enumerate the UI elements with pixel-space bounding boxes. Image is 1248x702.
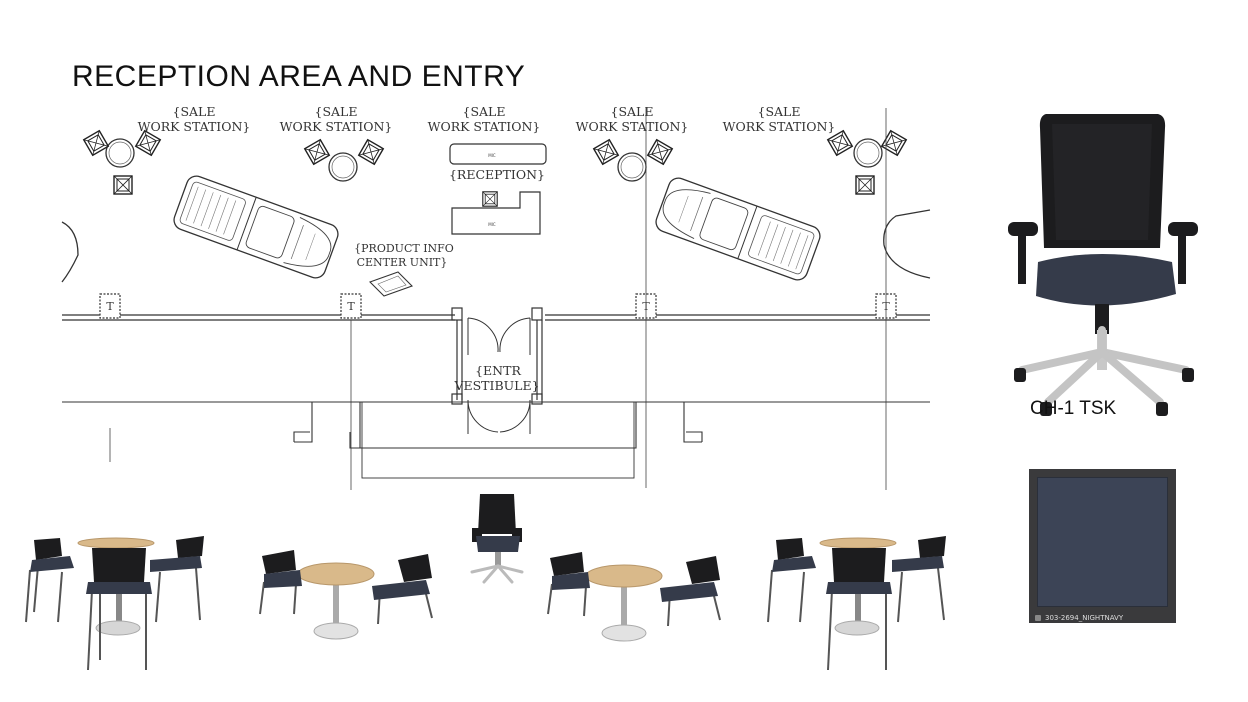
reception-label: {RECEPTION} xyxy=(449,167,545,182)
bar-table-set-right xyxy=(767,536,946,671)
fabric-swatch-color xyxy=(1037,477,1168,607)
mic-label-bottom: MIC xyxy=(488,222,496,227)
product-info-line1: {PRODUCT INFO xyxy=(354,242,454,255)
sale-label-5-line2: WORK STATION} xyxy=(723,119,836,134)
storefront-wall xyxy=(62,314,930,321)
sale-label-4-line1: {SALE xyxy=(611,104,654,119)
sale-work-station-labels: {SALE WORK STATION} {SALE WORK STATION} … xyxy=(138,104,836,134)
workstation-left xyxy=(83,130,161,195)
sale-label-2-line1: {SALE xyxy=(315,104,358,119)
entry-vestibule xyxy=(451,307,543,434)
entry-steps xyxy=(62,401,930,479)
task-chair-small xyxy=(470,494,524,584)
sale-label-1-line1: {SALE xyxy=(173,104,216,119)
partial-vehicle-left xyxy=(61,221,79,283)
reception-desk: MIC {RECEPTION} MIC xyxy=(449,143,547,235)
task-chair-caption: CH-1 TSK xyxy=(1030,398,1117,419)
fabric-swatch: 303-2694_NIGHTNAVY xyxy=(1029,469,1176,623)
entry-label-line2: VESTIBULE} xyxy=(453,378,539,393)
grid-lines xyxy=(109,108,887,490)
workstation-right xyxy=(827,130,907,195)
sale-label-5-line1: {SALE xyxy=(758,104,801,119)
partial-vehicle-right xyxy=(883,209,931,279)
column-mark-2: T xyxy=(347,300,355,313)
sale-label-3-line2: WORK STATION} xyxy=(428,119,541,134)
sale-label-4-line2: WORK STATION} xyxy=(576,119,689,134)
mic-label-top: MIC xyxy=(488,153,496,158)
sale-label-3-line1: {SALE xyxy=(463,104,506,119)
task-chair-ch1 xyxy=(1008,114,1198,416)
product-info-center: {PRODUCT INFO CENTER UNIT} xyxy=(354,242,454,297)
column-mark-1: T xyxy=(106,300,114,313)
truck-right xyxy=(652,174,824,284)
fabric-swatch-label-row: 303-2694_NIGHTNAVY xyxy=(1035,614,1123,622)
cafe-table-set-1 xyxy=(259,550,433,640)
product-info-line2: CENTER UNIT} xyxy=(357,256,448,269)
page-title: RECEPTION AREA AND ENTRY xyxy=(72,60,526,93)
workstation-2 xyxy=(304,139,384,182)
truck-left xyxy=(170,172,342,282)
workstation-4 xyxy=(593,139,673,182)
sale-label-1-line2: WORK STATION} xyxy=(138,119,251,134)
entry-label-line1: {ENTR xyxy=(475,363,521,378)
sale-label-2-line2: WORK STATION} xyxy=(280,119,393,134)
swatch-square-icon xyxy=(1035,615,1041,621)
bar-table-set-left xyxy=(25,536,204,671)
fabric-swatch-label: 303-2694_NIGHTNAVY xyxy=(1045,614,1124,622)
cafe-table-set-2 xyxy=(547,552,721,642)
